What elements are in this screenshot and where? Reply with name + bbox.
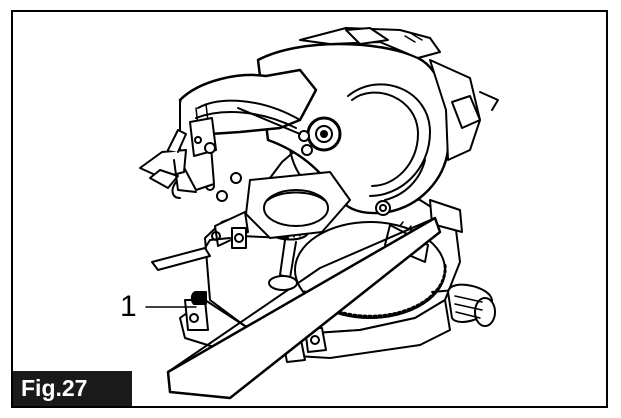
saw-arm [139,68,342,199]
callout-number-1: 1 [120,290,137,323]
figure-label: Fig.27 [13,371,132,406]
pivot-housing [245,171,351,239]
workpiece-board [166,216,442,400]
